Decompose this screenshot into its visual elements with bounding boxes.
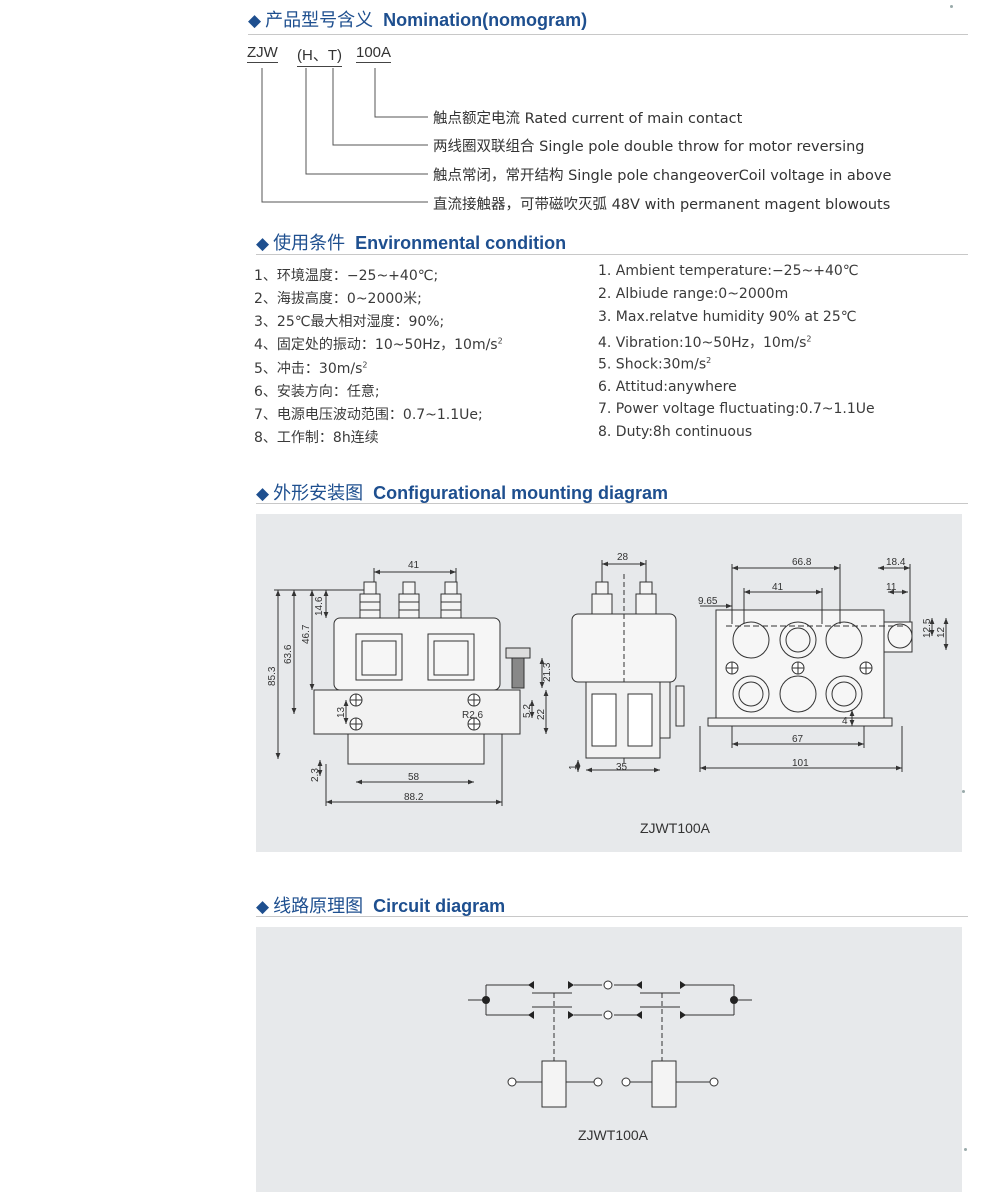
model-code-current: 100A bbox=[356, 44, 392, 63]
condition-en-1: 1. Ambient temperature:−25~+40℃ bbox=[598, 263, 859, 279]
condition-en-4-sup: 2 bbox=[806, 334, 812, 344]
model-code-variant: (H、T) bbox=[297, 44, 342, 67]
environment-heading-en: Environmental condition bbox=[355, 233, 567, 253]
mounting-heading-cn: 外形安装图 bbox=[273, 483, 364, 504]
nomination-line-4: 直流接触器，可带磁吹灭弧 48V with permanent magent b… bbox=[433, 197, 891, 213]
mounting-drawing: 41 85.3 63.6 46.7 14.6 13 21.3 5.2 22 R2… bbox=[267, 552, 949, 806]
nomination-line-1: 触点额定电流 Rated current of main contact bbox=[433, 111, 743, 127]
nomination-heading: ◆ 产品型号含义 Nomination(nomogram) bbox=[248, 6, 587, 32]
condition-cn-5-sup: 2 bbox=[362, 360, 368, 370]
dim-top-offset: 9.65 bbox=[698, 596, 718, 607]
dim-top-bottom2: 101 bbox=[792, 758, 809, 769]
environment-heading-cn: 使用条件 bbox=[273, 233, 346, 254]
scan-speck bbox=[964, 1148, 967, 1151]
dim-front-h3: 63.6 bbox=[283, 644, 294, 664]
dim-front-radius: R2.6 bbox=[462, 710, 484, 721]
condition-cn-5: 5、冲击：30m/s2 bbox=[254, 358, 367, 378]
circuit-heading: ◆ 线路原理图 Circuit diagram bbox=[256, 892, 505, 918]
dim-side-top: 28 bbox=[617, 552, 629, 563]
condition-cn-5-text: 5、冲击：30m/s bbox=[254, 361, 363, 377]
condition-en-4: 4. Vibration:10~50Hz，10m/s2 bbox=[598, 332, 812, 352]
dim-front-top: 41 bbox=[408, 560, 420, 571]
environment-heading: ◆ 使用条件 Environmental condition bbox=[256, 229, 566, 255]
dim-top-inner: 41 bbox=[772, 582, 784, 593]
circuit-heading-en: Circuit diagram bbox=[373, 896, 506, 916]
diamond-icon: ◆ bbox=[256, 897, 270, 917]
circuit-drawing bbox=[468, 980, 752, 1108]
dim-top-right3: 12.5 bbox=[922, 618, 933, 638]
diamond-icon: ◆ bbox=[256, 484, 270, 504]
condition-en-6: 6. Attitud:anywhere bbox=[598, 379, 737, 395]
mounting-heading: ◆ 外形安装图 Configurational mounting diagram bbox=[256, 479, 668, 505]
dim-front-side2: 5.2 bbox=[522, 704, 533, 718]
condition-cn-2: 2、海拔高度：0~2000米; bbox=[254, 291, 422, 307]
condition-en-8: 8. Duty:8h continuous bbox=[598, 424, 753, 440]
circuit-diagram-panel: ZJWT100A bbox=[256, 927, 962, 1192]
dim-top-small: 4 bbox=[842, 716, 848, 727]
circuit-rule bbox=[256, 916, 968, 917]
front-view bbox=[274, 568, 549, 806]
condition-cn-4: 4、固定处的振动：10~50Hz，10m/s2 bbox=[254, 334, 503, 354]
condition-cn-1: 1、环境温度：−25~+40℃; bbox=[254, 268, 439, 284]
dim-front-bottom2: 88.2 bbox=[404, 792, 424, 803]
condition-en-7: 7. Power voltage fluctuating:0.7~1.1Ue bbox=[598, 401, 875, 417]
dim-top-bottom1: 67 bbox=[792, 734, 804, 745]
condition-en-2: 2. Albiude range:0~2000m bbox=[598, 286, 789, 302]
dim-top-width: 66.8 bbox=[792, 557, 812, 568]
circuit-model-label: ZJWT100A bbox=[578, 1127, 649, 1143]
condition-cn-8: 8、工作制：8h连续 bbox=[254, 430, 379, 446]
mounting-rule bbox=[256, 503, 968, 504]
scan-speck bbox=[950, 5, 953, 8]
condition-en-4-text: 4. Vibration:10~50Hz，10m/s bbox=[598, 335, 807, 351]
condition-en-5-text: 5. Shock:30m/s bbox=[598, 356, 707, 373]
dim-top-right1: 18.4 bbox=[886, 557, 906, 568]
model-code-series: ZJW bbox=[247, 44, 278, 63]
dim-top-right4: 12 bbox=[936, 626, 947, 638]
nomination-line-3: 触点常闭，常开结构 Single pole changeoverCoil vol… bbox=[433, 168, 892, 184]
environment-rule bbox=[256, 254, 968, 255]
condition-en-5: 5. Shock:30m/s2 bbox=[598, 356, 711, 373]
condition-cn-4-text: 4、固定处的振动：10~50Hz，10m/s bbox=[254, 337, 498, 353]
mounting-diagram-panel: 41 85.3 63.6 46.7 14.6 13 21.3 5.2 22 R2… bbox=[256, 514, 962, 852]
mounting-model-label: ZJWT100A bbox=[640, 820, 711, 836]
circuit-heading-cn: 线路原理图 bbox=[273, 896, 364, 917]
top-view bbox=[699, 564, 949, 772]
dim-side-bottom: 35 bbox=[616, 762, 628, 773]
diamond-icon: ◆ bbox=[256, 234, 270, 254]
dim-top-right2: 11 bbox=[886, 582, 897, 593]
nomination-leader-lines bbox=[261, 68, 428, 203]
condition-en-5-sup: 2 bbox=[706, 356, 712, 365]
condition-cn-4-sup: 2 bbox=[497, 336, 503, 346]
scan-speck bbox=[962, 790, 965, 793]
condition-cn-6: 6、安装方向：任意; bbox=[254, 384, 380, 400]
dim-front-base: 2.3 bbox=[310, 768, 321, 782]
dim-front-side1: 21.3 bbox=[542, 662, 553, 682]
condition-en-3: 3. Max.relatve humidity 90% at 25℃ bbox=[598, 309, 857, 325]
nomination-heading-cn: 产品型号含义 bbox=[265, 10, 374, 31]
mounting-heading-en: Configurational mounting diagram bbox=[373, 483, 669, 503]
condition-cn-7: 7、电源电压波动范围：0.7~1.1Ue; bbox=[254, 407, 483, 423]
diamond-icon: ◆ bbox=[248, 11, 262, 31]
dim-front-hole: 13 bbox=[336, 706, 347, 718]
dim-front-h4: 85.3 bbox=[267, 666, 278, 686]
condition-cn-3: 3、25℃最大相对湿度：90%; bbox=[254, 314, 445, 330]
dim-side-base: 1 bbox=[568, 764, 579, 770]
dim-front-bottom1: 58 bbox=[408, 772, 420, 783]
dim-front-h1: 14.6 bbox=[314, 596, 325, 616]
nomination-rule bbox=[248, 34, 968, 35]
nomination-line-2: 两线圈双联组合 Single pole double throw for mot… bbox=[433, 139, 865, 155]
dim-front-side3: 22 bbox=[536, 708, 547, 720]
dim-front-h2: 46.7 bbox=[301, 624, 312, 644]
side-view bbox=[571, 560, 685, 773]
nomination-heading-en: Nomination(nomogram) bbox=[383, 10, 588, 30]
